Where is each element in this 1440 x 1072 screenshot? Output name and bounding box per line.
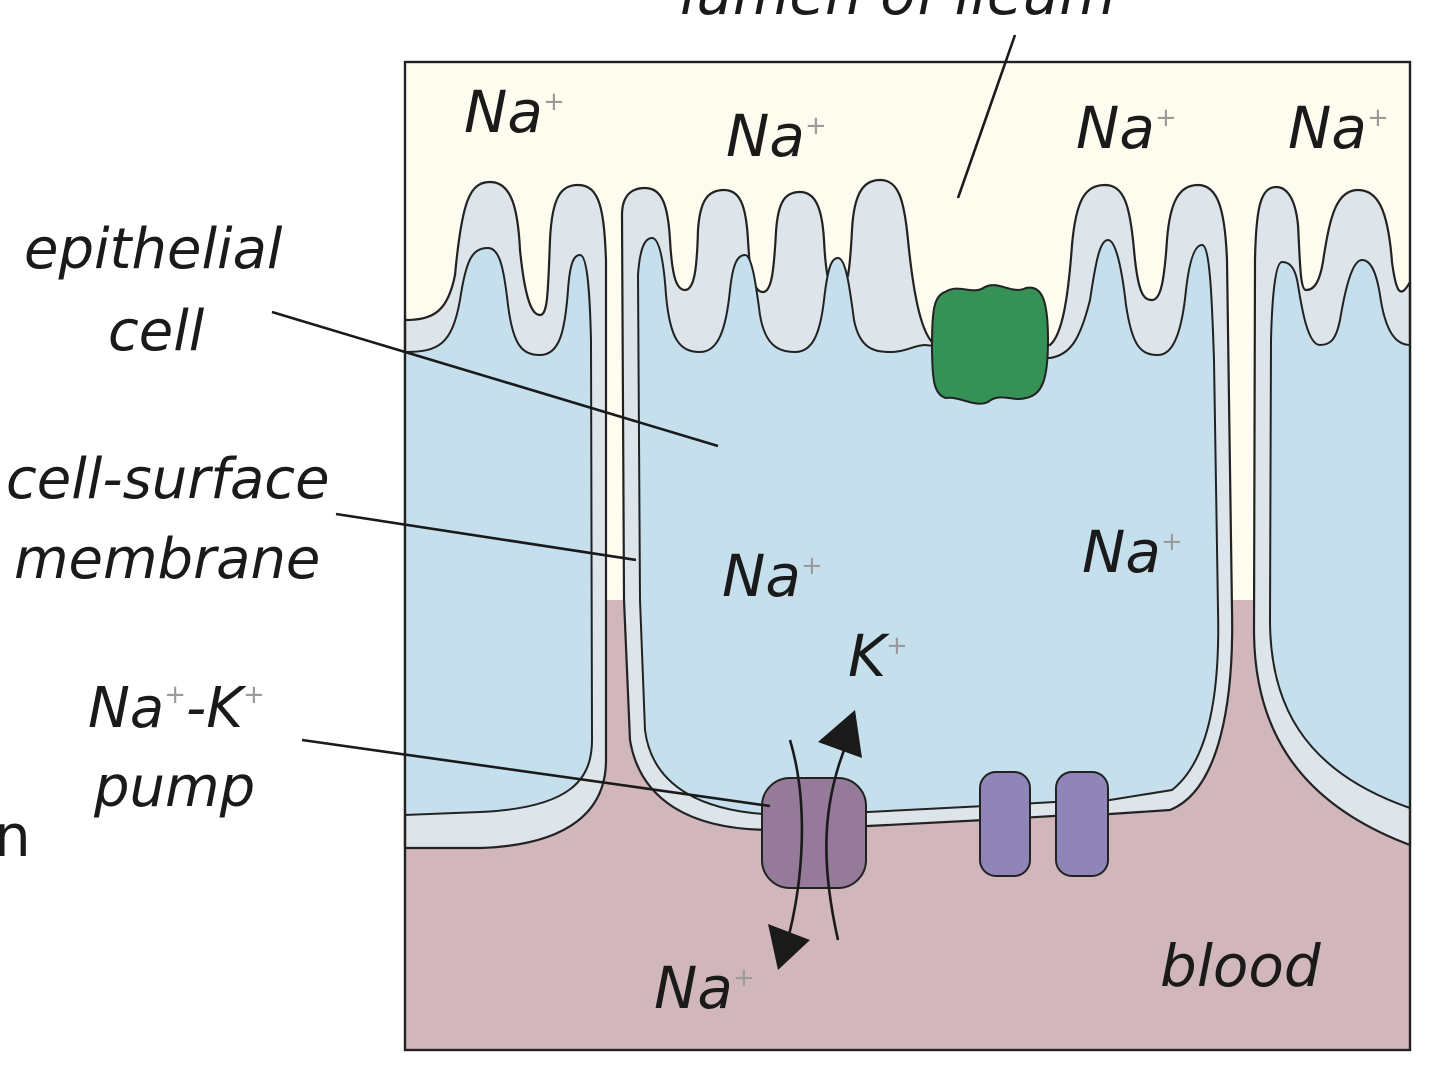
central-epithelial-cell xyxy=(620,178,1234,832)
pump-na-arrow-line xyxy=(783,739,804,951)
pump-leader xyxy=(301,738,771,808)
pump-na-arrowhead xyxy=(768,924,810,970)
diagram-border xyxy=(403,60,1412,1052)
channel-protein-left xyxy=(979,771,1031,877)
na-ion-cell-2: Na+ xyxy=(1082,518,1183,586)
epithelial-leader xyxy=(271,310,719,448)
k-ion-cell: K+ xyxy=(848,622,908,690)
left-cell-cytoplasm xyxy=(404,246,594,817)
right-cell-cytoplasm xyxy=(1268,258,1411,810)
na-ion-lumen-1: Na+ xyxy=(464,78,565,146)
green-transport-protein xyxy=(930,284,1050,405)
membrane-label-line1: cell-surface xyxy=(6,447,330,512)
na-ion-lumen-2: Na+ xyxy=(726,102,827,170)
pump-k-arrowhead xyxy=(818,710,862,758)
epithelial-label-line1: epithelial xyxy=(24,217,283,282)
lumen-leader xyxy=(956,34,1017,199)
membrane-leader xyxy=(335,512,637,562)
na-ion-lumen-4: Na+ xyxy=(1288,94,1389,162)
lumen-label: lumen of ileum xyxy=(680,0,1116,28)
pump-protein xyxy=(761,777,867,889)
channel-proteins xyxy=(979,771,1109,877)
pump-label-line2: pump xyxy=(93,755,255,820)
pump-label-line1: Na+-K+ xyxy=(88,676,265,741)
pump-label-plus2: + xyxy=(243,680,265,710)
pump-k-arrow-line xyxy=(825,734,852,941)
leader-lines xyxy=(271,34,1017,808)
na-ion-lumen-3: Na+ xyxy=(1076,94,1177,162)
channel-protein-right xyxy=(1055,771,1109,877)
left-epithelial-cell xyxy=(403,180,608,850)
pump-label-dash-k: -K xyxy=(186,676,247,741)
sodium-cotransporter xyxy=(930,284,1050,405)
na-ion-cell-1: Na+ xyxy=(722,542,823,610)
right-epithelial-cell xyxy=(1252,185,1412,847)
edge-fragment: n xyxy=(0,802,31,870)
membrane-label-line2: membrane xyxy=(14,527,320,592)
sodium-potassium-pump xyxy=(761,710,867,970)
na-ion-blood: Na+ xyxy=(654,954,755,1022)
blood-label: blood xyxy=(1160,932,1322,1000)
central-cell-cytoplasm xyxy=(636,236,1220,817)
epithelial-label-line2: cell xyxy=(108,299,205,364)
pump-label-na: Na xyxy=(88,676,164,741)
pump-label-plus1: + xyxy=(164,680,186,710)
